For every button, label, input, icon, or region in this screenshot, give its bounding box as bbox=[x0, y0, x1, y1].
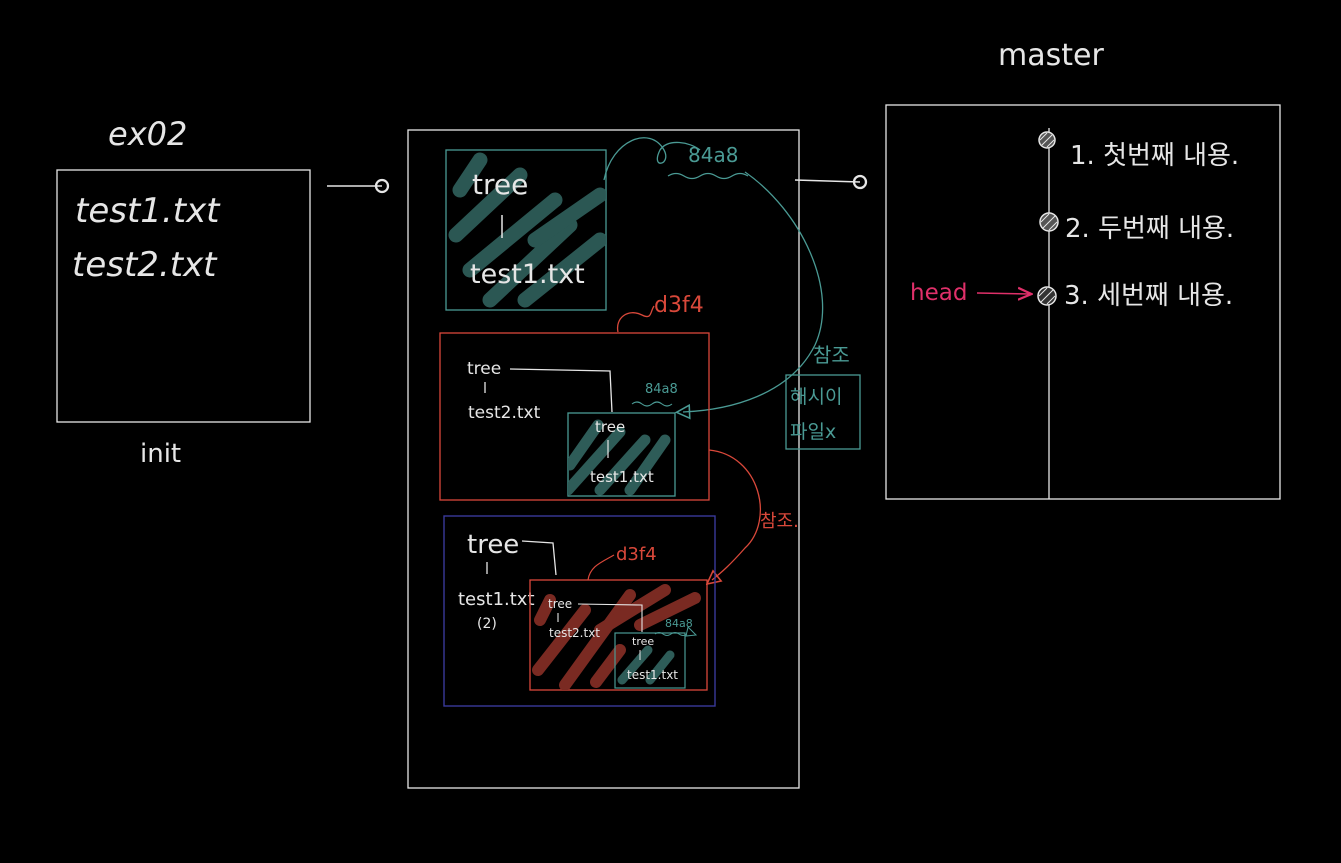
third-inner-hash: d3f4 bbox=[616, 544, 657, 565]
commit-1-dot-hatch bbox=[1039, 132, 1055, 148]
second-inner-tree-box bbox=[567, 412, 676, 497]
left-caption: init bbox=[140, 439, 181, 469]
third-deep-hatch bbox=[617, 645, 675, 685]
second-inner-hash-squiggle bbox=[631, 401, 673, 407]
middle-box bbox=[407, 129, 800, 789]
commit-2: 2. 두번째 내용. bbox=[1039, 212, 1234, 244]
third-inner-tree-file: test2.txt bbox=[549, 626, 600, 640]
commit-3-label: 3. 세번째 내용. bbox=[1064, 281, 1233, 311]
third-tree-label: tree bbox=[467, 530, 519, 560]
reference-note-group: 참조 해시이 파일x bbox=[785, 343, 861, 450]
third-inner-hash-link bbox=[587, 554, 615, 581]
third-deep-hash: 84a8 bbox=[665, 617, 693, 630]
second-inner-hash: 84a8 bbox=[645, 382, 678, 397]
top-tree-hatch bbox=[448, 152, 606, 308]
reference-note-line2: 파일x bbox=[790, 421, 836, 443]
third-deep-hash-marker bbox=[685, 626, 698, 637]
master-branch-group: master 1. 첫번째 내용. 2. 두번째 내용. 3. 세번째 내용. … bbox=[885, 38, 1281, 500]
third-deep-tree-box bbox=[614, 632, 686, 689]
top-tree-label: tree bbox=[472, 168, 528, 201]
second-tree-label: tree bbox=[467, 359, 501, 379]
third-inner-tree-label: tree bbox=[548, 597, 572, 611]
middle-to-master-arrow bbox=[794, 174, 868, 190]
commit-3: 3. 세번째 내용. bbox=[1037, 281, 1233, 311]
middle-objects-group: tree test1.txt 84a8 d3f4 tree test2.txt … bbox=[407, 129, 868, 789]
third-inner-tree-box bbox=[529, 579, 708, 691]
left-repo-box bbox=[56, 169, 311, 423]
third-inner-hatch bbox=[532, 584, 701, 690]
reference-curve-red bbox=[709, 449, 761, 580]
second-tree-hash: d3f4 bbox=[654, 293, 704, 318]
second-tree-file: test2.txt bbox=[468, 403, 541, 423]
left-file-1: test1.txt bbox=[75, 191, 221, 231]
second-tree-box bbox=[439, 332, 710, 501]
commit-1-label: 1. 첫번째 내용. bbox=[1070, 141, 1239, 171]
second-inner-hatch bbox=[568, 419, 671, 496]
top-tree-hash-squiggle bbox=[667, 172, 749, 180]
master-box bbox=[885, 104, 1281, 500]
top-tree-box bbox=[445, 149, 607, 311]
commit-2-label: 2. 두번째 내용. bbox=[1065, 214, 1234, 244]
left-title: ex02 bbox=[108, 115, 187, 153]
second-tree-hash-link bbox=[616, 305, 655, 333]
third-deep-tree-file: test1.txt bbox=[627, 668, 678, 682]
left-repo-group: ex02 test1.txt test2.txt init bbox=[56, 115, 390, 469]
reference-note-box bbox=[785, 374, 861, 450]
third-deep-tree-label: tree bbox=[632, 635, 654, 648]
reference-note-title: 참조 bbox=[813, 343, 850, 367]
master-title: master bbox=[998, 38, 1104, 73]
commit-3-dot-hatch bbox=[1038, 287, 1056, 305]
second-inner-tree-label: tree bbox=[595, 418, 625, 436]
left-file-2: test2.txt bbox=[72, 245, 218, 285]
third-tree-branch-line bbox=[521, 540, 557, 576]
third-inner-branch-line bbox=[577, 603, 643, 632]
top-tree-hash-link bbox=[603, 137, 701, 181]
head-pointer-arrow bbox=[976, 293, 1030, 294]
third-tree-file-note: (2) bbox=[477, 616, 497, 632]
reference-note-line1: 해시이 bbox=[790, 386, 842, 408]
top-tree-file: test1.txt bbox=[470, 259, 585, 290]
reference-curve-teal bbox=[683, 171, 824, 412]
second-inner-tree-file: test1.txt bbox=[590, 468, 654, 486]
third-tree-file: test1.txt bbox=[458, 589, 535, 610]
third-tree-box bbox=[443, 515, 716, 707]
reference-label-red: 참조. bbox=[760, 511, 799, 532]
commit-2-dot-hatch bbox=[1040, 213, 1058, 231]
head-label: head bbox=[910, 280, 967, 306]
commit-1: 1. 첫번째 내용. bbox=[1038, 131, 1239, 171]
second-tree-branch-line bbox=[509, 368, 613, 413]
